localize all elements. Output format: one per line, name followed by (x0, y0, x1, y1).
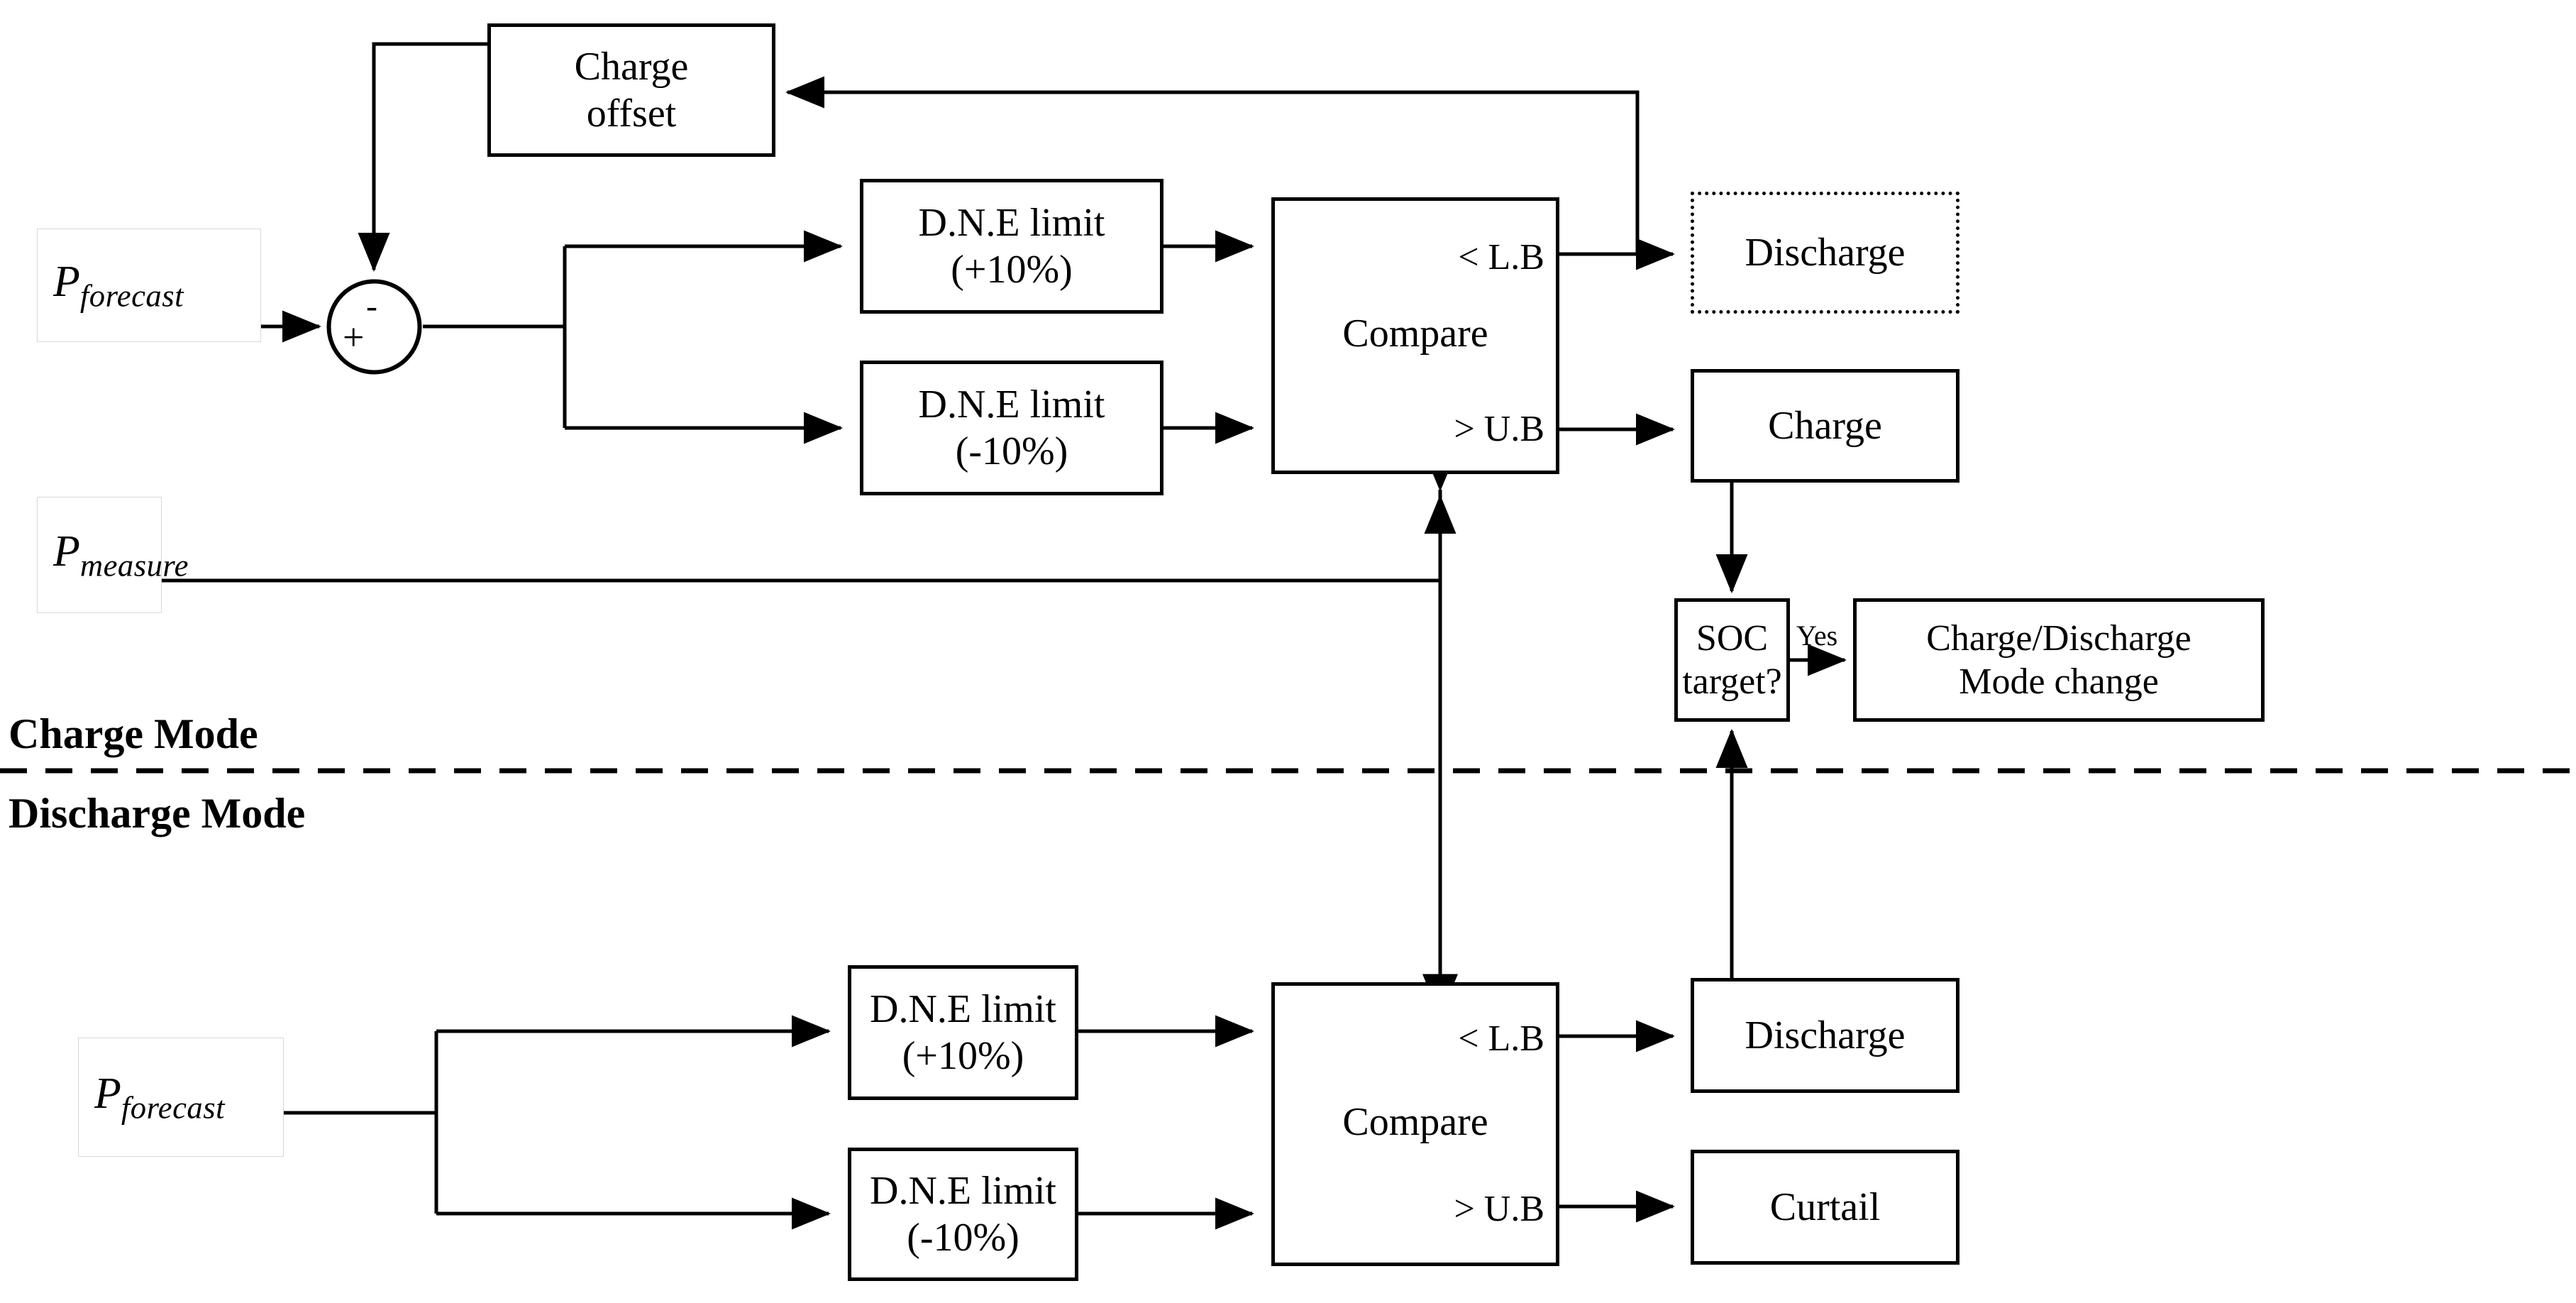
node-charge-offset-line2: offset (586, 92, 677, 136)
signal-label-forecast-top: Pforecast (37, 229, 261, 342)
edge-chargeoffset-to-sum (358, 42, 487, 273)
node-mode-change-line1: Charge/Discharge (1926, 617, 2191, 659)
node-mode-change[interactable]: Charge/Discharge Mode change (1853, 598, 2265, 722)
compare-bottom-upper-bound: > U.B (1454, 1189, 1544, 1229)
node-dne-limit-plus-bottom[interactable]: D.N.E limit (+10%) (848, 965, 1078, 1100)
node-dne-minus-top-line2: (-10%) (955, 429, 1068, 473)
node-charge-top[interactable]: Charge (1691, 369, 1959, 483)
summing-junction: + - (326, 278, 423, 375)
node-compare-bottom[interactable]: < L.B Compare > U.B (1271, 982, 1559, 1266)
sum-minus-sign: - (366, 287, 377, 325)
node-discharge-top[interactable]: Discharge (1691, 192, 1959, 314)
node-charge-offset[interactable]: Charge offset (487, 23, 775, 157)
signal-measure-text: Pmeasure (53, 527, 189, 583)
node-curtail-label: Curtail (1769, 1184, 1881, 1229)
node-dne-limit-minus-bottom[interactable]: D.N.E limit (-10%) (848, 1148, 1078, 1281)
node-curtail[interactable]: Curtail (1691, 1150, 1959, 1265)
node-mode-change-line2: Mode change (1959, 661, 2159, 702)
node-charge-top-label: Charge (1768, 403, 1882, 448)
node-soc-target-line2: target? (1682, 661, 1782, 702)
node-soc-target-line1: SOC (1696, 617, 1769, 659)
node-dne-plus-bottom-line1: D.N.E limit (870, 986, 1056, 1031)
node-dne-plus-bottom-line2: (+10%) (902, 1034, 1024, 1078)
compare-top-upper-bound: > U.B (1454, 409, 1544, 449)
signal-forecast-top-text: Pforecast (53, 257, 184, 314)
node-discharge-bottom[interactable]: Discharge (1691, 978, 1959, 1093)
node-dne-limit-plus-top[interactable]: D.N.E limit (+10%) (860, 179, 1163, 314)
node-discharge-bottom-label: Discharge (1745, 1013, 1906, 1057)
label-charge-mode: Charge Mode (9, 710, 258, 757)
compare-bottom-lower-bound: < L.B (1458, 1018, 1544, 1059)
edge-feedback-to-chargeoffset (785, 76, 1640, 254)
compare-top-label: Compare (1342, 312, 1488, 356)
node-dne-plus-top-line2: (+10%) (951, 248, 1073, 292)
node-discharge-top-label: Discharge (1745, 230, 1906, 275)
node-compare-top[interactable]: < L.B Compare > U.B (1271, 197, 1559, 474)
compare-top-lower-bound: < L.B (1458, 237, 1544, 277)
node-dne-plus-top-line1: D.N.E limit (918, 200, 1105, 245)
signal-label-measure: Pmeasure (37, 497, 188, 613)
compare-bottom-label: Compare (1342, 1100, 1488, 1144)
node-dne-minus-bottom-line1: D.N.E limit (870, 1168, 1056, 1213)
label-discharge-mode: Discharge Mode (9, 790, 306, 837)
signal-forecast-bottom-text: Pforecast (94, 1069, 225, 1126)
node-dne-minus-bottom-line2: (-10%) (907, 1216, 1019, 1260)
sum-plus-sign: + (343, 316, 365, 358)
signal-label-forecast-bottom: Pforecast (78, 1038, 284, 1157)
edge-label-yes: Yes (1796, 620, 1838, 652)
node-dne-minus-top-line1: D.N.E limit (918, 382, 1105, 427)
summing-junction-circle (326, 279, 422, 375)
node-dne-limit-minus-top[interactable]: D.N.E limit (-10%) (860, 361, 1163, 495)
node-charge-offset-line1: Charge (574, 44, 689, 89)
node-soc-target[interactable]: SOC target? (1674, 598, 1790, 722)
